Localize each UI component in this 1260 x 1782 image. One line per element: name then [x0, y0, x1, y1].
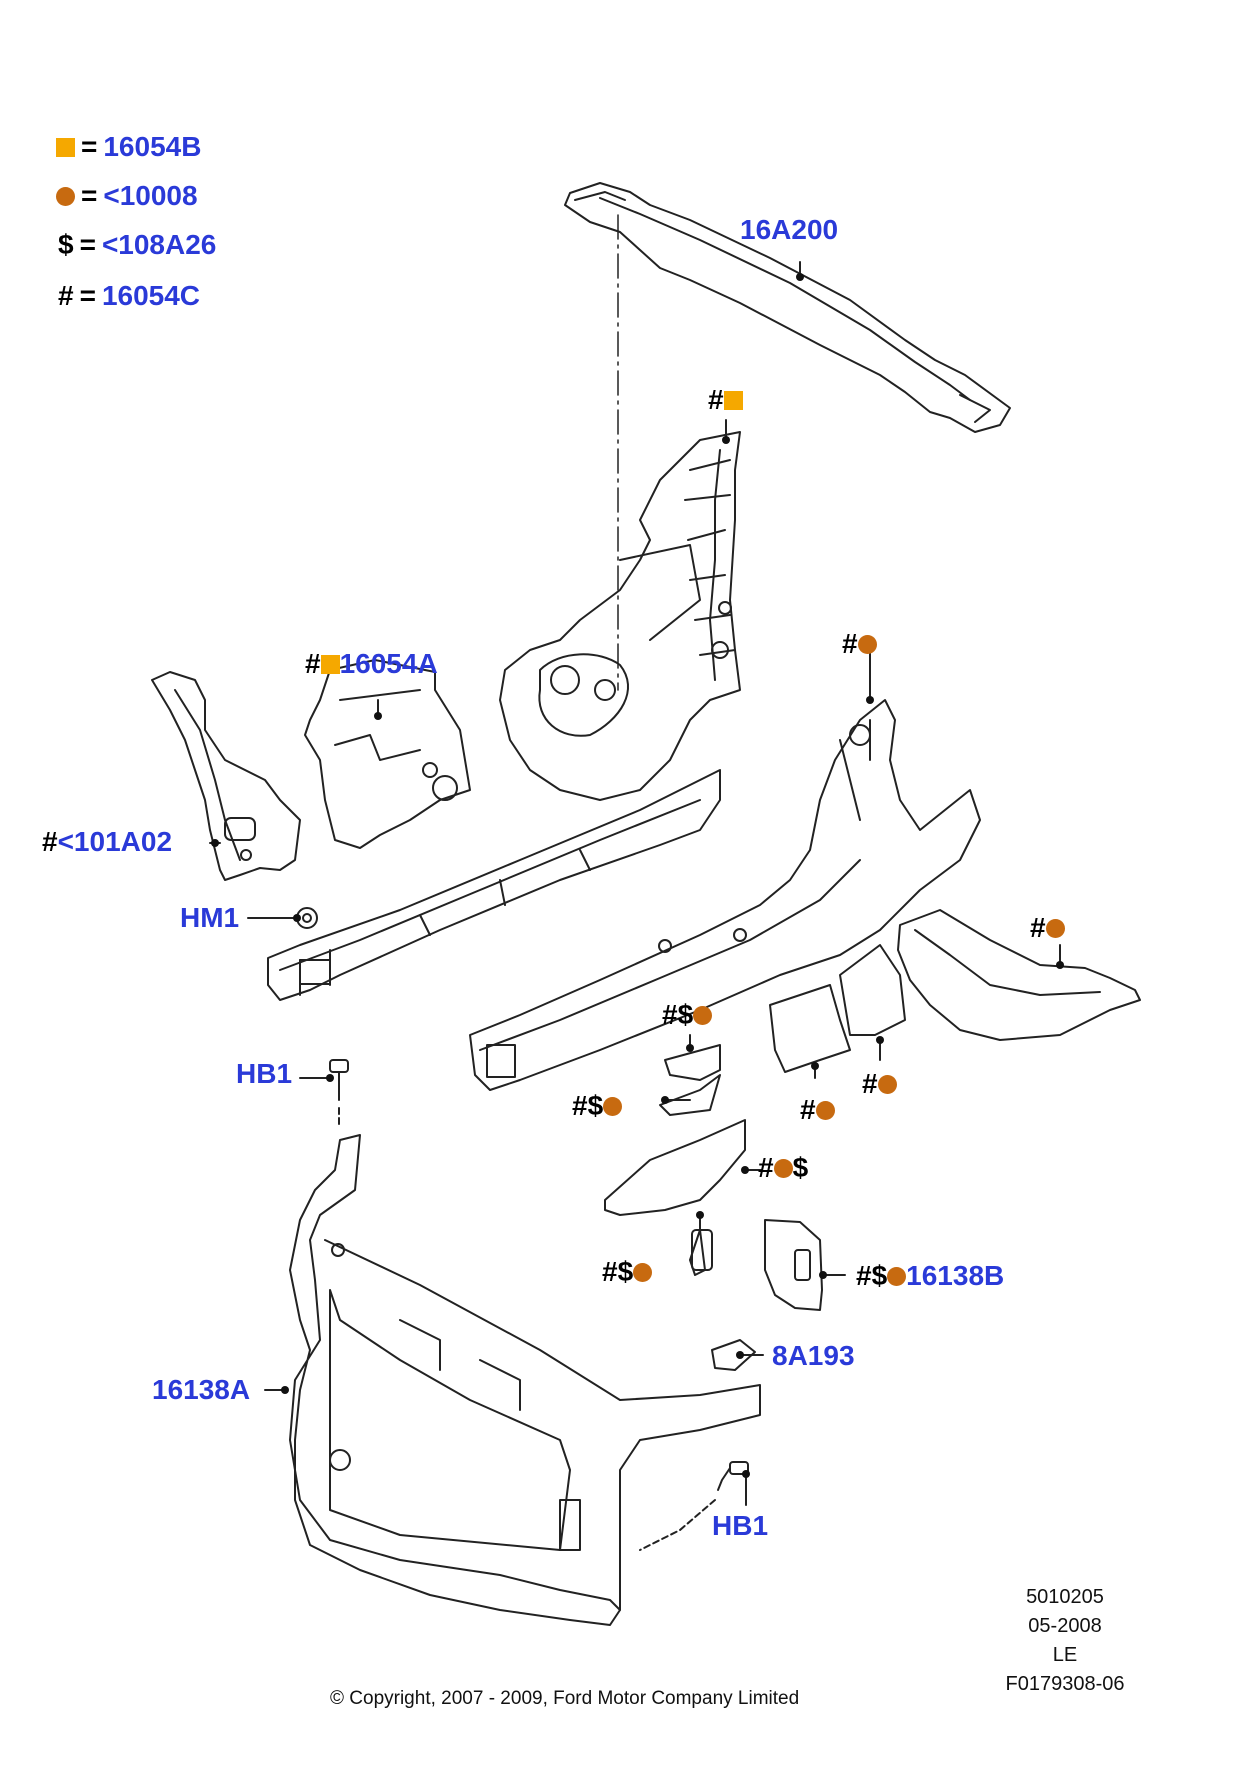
callout-hash-circle-bracket-a: # [800, 1096, 835, 1124]
legend-value: <10008 [103, 180, 198, 211]
hash-symbol: # [708, 384, 724, 415]
callout-hash-circle-right: # [842, 630, 877, 658]
legend-value: 16054C [101, 280, 201, 311]
hash-symbol: # [758, 1152, 774, 1183]
brown-circle-icon [56, 187, 75, 206]
upper-crossmember [564, 182, 1011, 433]
callout-hash-dollar-circle-3: #$ [602, 1256, 653, 1287]
shock-tower [499, 431, 741, 801]
legend-row-square: =16054B [56, 133, 201, 161]
right-rear-extension [897, 909, 1141, 1041]
brown-circle-icon [815, 1101, 835, 1120]
dollar-symbol: $ [677, 999, 694, 1030]
brown-circle-icon [693, 1006, 713, 1025]
callout-101a02: #<101A02 [42, 828, 172, 856]
radiator-support-frame [289, 1134, 761, 1626]
left-bracket [151, 671, 301, 881]
brown-circle-icon [773, 1159, 793, 1178]
orange-square-icon [56, 138, 75, 157]
legend-value: 16054B [103, 131, 202, 162]
small-brackets [604, 1044, 746, 1276]
orange-square-icon [723, 391, 743, 410]
dollar-symbol: $ [792, 1152, 809, 1183]
copyright-notice: © Copyright, 2007 - 2009, Ford Motor Com… [330, 1688, 800, 1709]
illustration-date: 05-2008 [1028, 1615, 1102, 1637]
callout-8a193: 8A193 [772, 1340, 855, 1371]
hash-symbol: # [856, 1260, 872, 1291]
callout-hash-circle-rear: # [1030, 914, 1065, 942]
brown-circle-icon [857, 635, 877, 654]
reinforcement-brackets [769, 944, 906, 1073]
hash-symbol: # [662, 999, 678, 1030]
dollar-symbol: $ [587, 1090, 604, 1121]
dollar-symbol: $ [617, 1256, 634, 1287]
callout-hb1-bottom: HB1 [712, 1510, 769, 1541]
hash-symbol: # [42, 826, 58, 857]
brown-circle-icon [633, 1263, 653, 1282]
dollar-symbol: $ [871, 1260, 888, 1291]
illustration-number: 5010205 [1026, 1586, 1104, 1608]
bolt-bottom [639, 1461, 749, 1551]
brown-circle-icon [887, 1267, 907, 1286]
illustration-side: LE [1052, 1644, 1078, 1666]
hash-symbol: # [800, 1094, 816, 1125]
part-number: <101A02 [57, 826, 173, 857]
latch-bracket [711, 1339, 756, 1371]
orange-square-icon [320, 655, 340, 674]
hash-symbol: # [862, 1068, 878, 1099]
legend-row-dollar: $=16054C<108A26 [58, 229, 217, 260]
hash-symbol: # [58, 280, 74, 311]
hash-symbol: # [305, 648, 321, 679]
brown-circle-icon [1045, 919, 1065, 938]
callout-hash-dollar-circle-2: #$ [572, 1090, 623, 1121]
callout-hb1-top: HB1 [236, 1058, 293, 1089]
legend-row-hash: #=16054C [58, 280, 201, 311]
right-frame-rail [469, 699, 981, 1091]
callout-16138a: 16138A [152, 1374, 251, 1405]
left-frame-rail [267, 769, 721, 1001]
legend-value: <108A26 [101, 229, 217, 260]
part-number: 16054A [339, 648, 438, 679]
callout-16138b: #$16138B [856, 1262, 1004, 1290]
hash-symbol: # [572, 1090, 588, 1121]
hash-symbol: # [602, 1256, 618, 1287]
callout-hash-circle-dollar: #$ [758, 1154, 808, 1182]
callout-hm1: HM1 [180, 902, 240, 933]
part-number: 16138B [906, 1260, 1005, 1291]
left-apron [304, 659, 471, 849]
brown-circle-icon [603, 1097, 623, 1116]
bolt-top [329, 1059, 349, 1126]
callout-hash-circle-bracket-b: # [862, 1070, 897, 1098]
side-bracket [764, 1219, 823, 1311]
hash-symbol: # [842, 628, 858, 659]
callout-16a200: 16A200 [740, 214, 839, 245]
hash-symbol: # [1030, 912, 1046, 943]
brown-circle-icon [877, 1075, 897, 1094]
callout-hash-dollar-circle-1: #$ [662, 999, 713, 1030]
callout-16054a: #16054A [305, 650, 438, 678]
dollar-symbol: $ [58, 229, 74, 260]
callout-hash-square-top: # [708, 386, 743, 414]
legend-row-circle: =<10008 [56, 182, 198, 210]
figure-id: F0179308-06 [1005, 1673, 1125, 1695]
